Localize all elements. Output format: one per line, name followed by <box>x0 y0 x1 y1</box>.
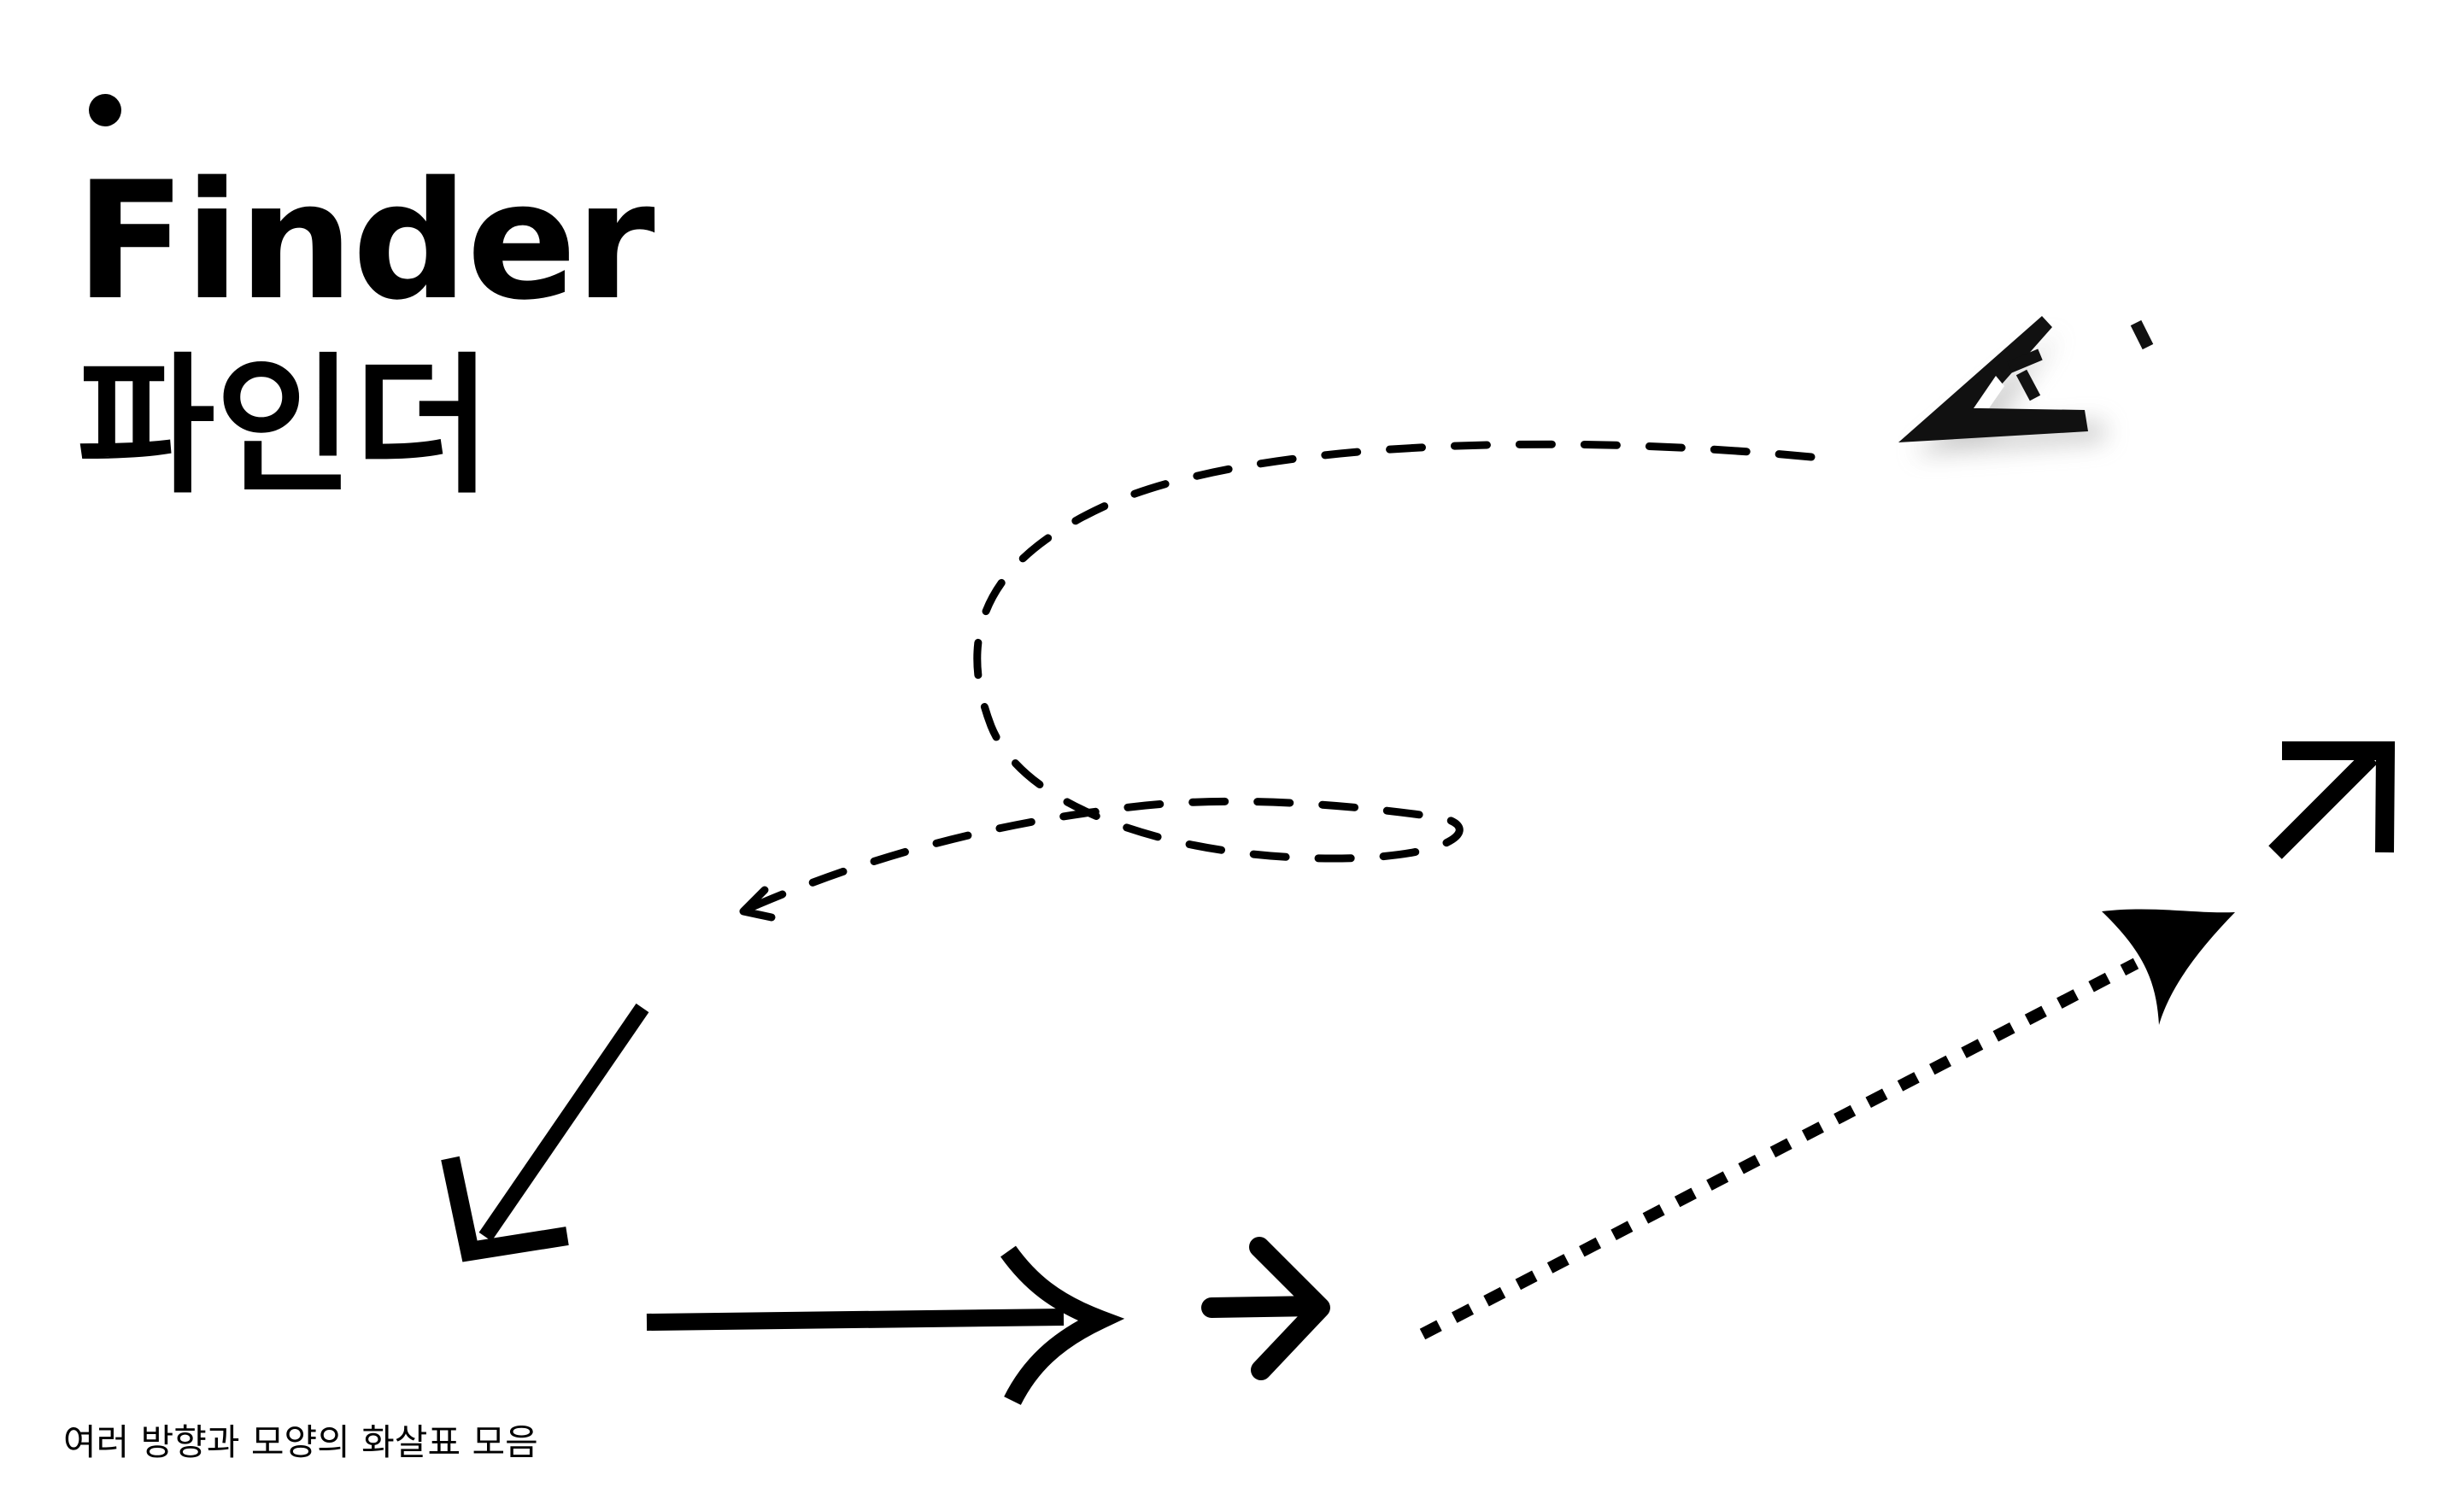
arrow-long-right-icon <box>646 1245 1125 1406</box>
arrow-dashed-loop-icon <box>739 440 1816 922</box>
arrow-up-right-icon <box>2268 741 2396 859</box>
footer-caption: 여러 방향과 모양의 화살표 모음 <box>63 1421 538 1463</box>
arrow-paper-plane-icon <box>1898 316 2154 454</box>
arrow-short-right-icon <box>1201 1237 1330 1380</box>
arrow-dotted-up-right-icon <box>1419 909 2235 1340</box>
page-title: Finder <box>75 147 655 336</box>
page-subtitle: 파인더 <box>77 339 492 514</box>
bullet-dot-icon <box>89 94 121 126</box>
arrow-down-left-icon <box>441 1003 649 1262</box>
